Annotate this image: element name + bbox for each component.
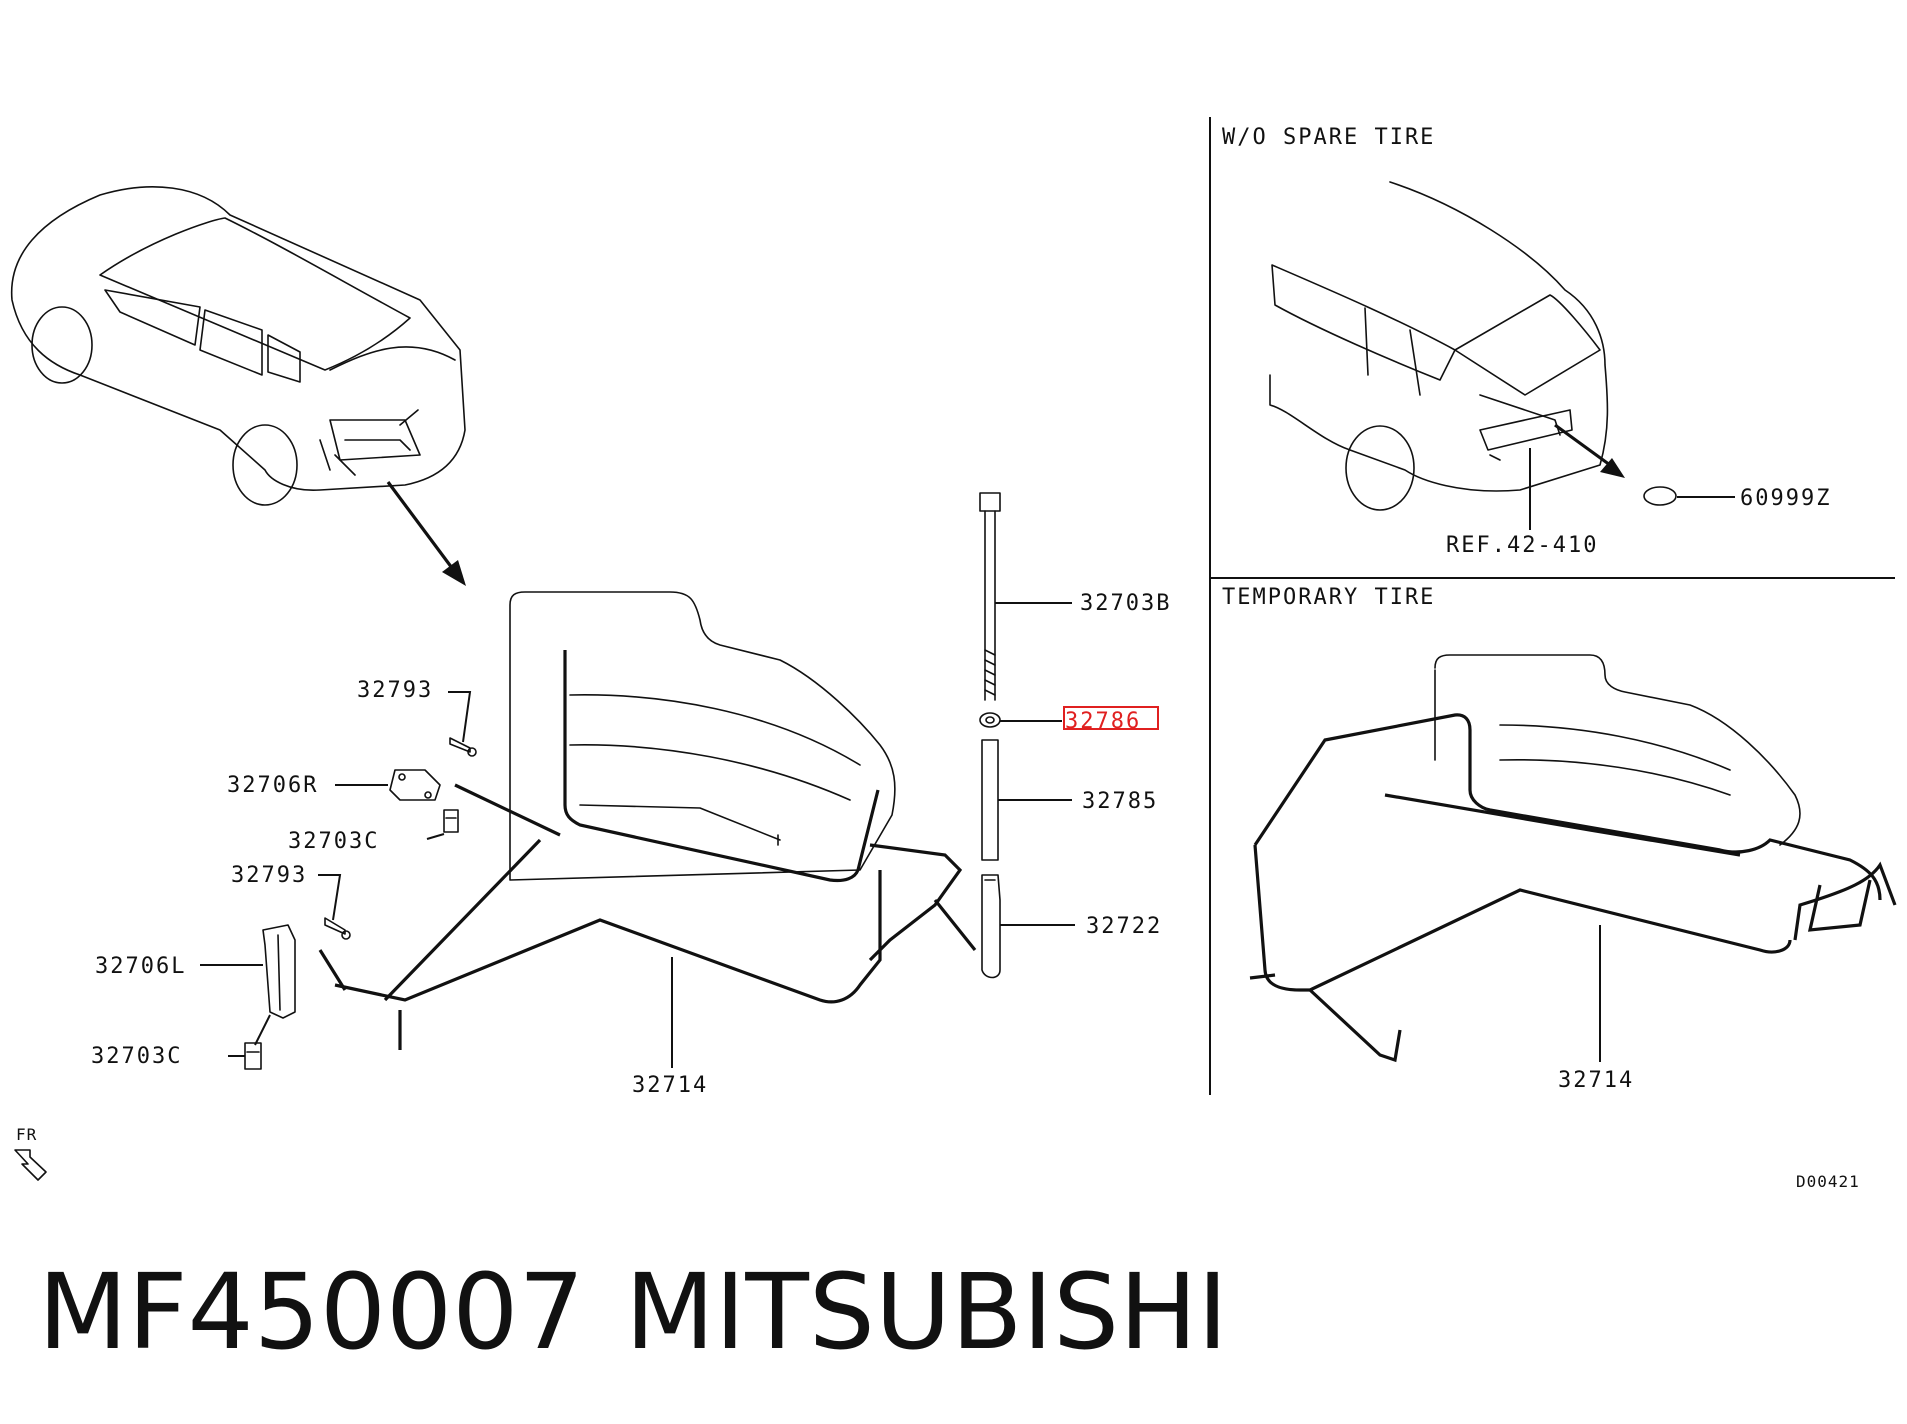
car-illustration-main bbox=[10, 186, 466, 506]
direction-label: FR bbox=[16, 1125, 37, 1144]
inset-arrow-head bbox=[1600, 458, 1625, 478]
label-32706L[interactable]: 32706L bbox=[95, 954, 186, 979]
diagram-code: D00421 bbox=[1796, 1172, 1860, 1191]
arrow-to-detail-line bbox=[386, 481, 454, 569]
highlight-32786 bbox=[1063, 706, 1159, 730]
label-32714-temp[interactable]: 32714 bbox=[1558, 1068, 1634, 1093]
panel-title-temporary-tire: TEMPORARY TIRE bbox=[1222, 585, 1435, 610]
label-32785[interactable]: 32785 bbox=[1082, 789, 1158, 814]
footer-brand: MITSUBISHI bbox=[625, 1251, 1228, 1373]
bracket-32706R bbox=[389, 769, 441, 801]
clip-32793-top bbox=[449, 737, 477, 757]
label-32714-main[interactable]: 32714 bbox=[632, 1073, 708, 1098]
luggage-floor-board bbox=[509, 591, 896, 881]
label-32722[interactable]: 32722 bbox=[1086, 914, 1162, 939]
long-bolt-32703B bbox=[979, 492, 1001, 701]
spacer-32785 bbox=[981, 739, 999, 861]
label-32793-bottom[interactable]: 32793 bbox=[231, 863, 307, 888]
label-32703B[interactable]: 32703B bbox=[1080, 591, 1171, 616]
panel-title-wo-spare-tire: W/O SPARE TIRE bbox=[1222, 125, 1435, 150]
label-32706R[interactable]: 32706R bbox=[227, 773, 318, 798]
washer-32786 bbox=[979, 712, 1001, 728]
plug-60999Z bbox=[1643, 486, 1677, 506]
car-illustration-inset bbox=[1269, 181, 1609, 511]
footer-part-number: MF450007 bbox=[38, 1251, 585, 1373]
arrow-to-detail-head bbox=[442, 560, 466, 586]
label-32703C-bottom[interactable]: 32703C bbox=[91, 1044, 182, 1069]
hook-32722 bbox=[981, 874, 1001, 979]
leader-lines bbox=[200, 602, 1075, 1068]
tire-holder-frame-main bbox=[318, 650, 977, 1050]
label-ref-42-410[interactable]: REF.42-410 bbox=[1446, 533, 1598, 558]
front-direction-arrow-icon bbox=[14, 1149, 47, 1181]
bracket-32706L bbox=[262, 924, 296, 1019]
tire-holder-frame-temp bbox=[1249, 713, 1897, 1063]
label-60999Z[interactable]: 60999Z bbox=[1740, 486, 1831, 511]
bolt-32703C-bottom bbox=[244, 1042, 262, 1070]
inset-arrow-line bbox=[1554, 423, 1611, 467]
clip-32793-bottom bbox=[324, 917, 351, 940]
label-32786[interactable]: 32786 bbox=[1065, 709, 1141, 734]
label-32793-top[interactable]: 32793 bbox=[357, 678, 433, 703]
label-32703C-top[interactable]: 32703C bbox=[288, 829, 379, 854]
bolt-32703C-top bbox=[443, 809, 459, 833]
temporary-tire-board bbox=[1434, 654, 1801, 846]
